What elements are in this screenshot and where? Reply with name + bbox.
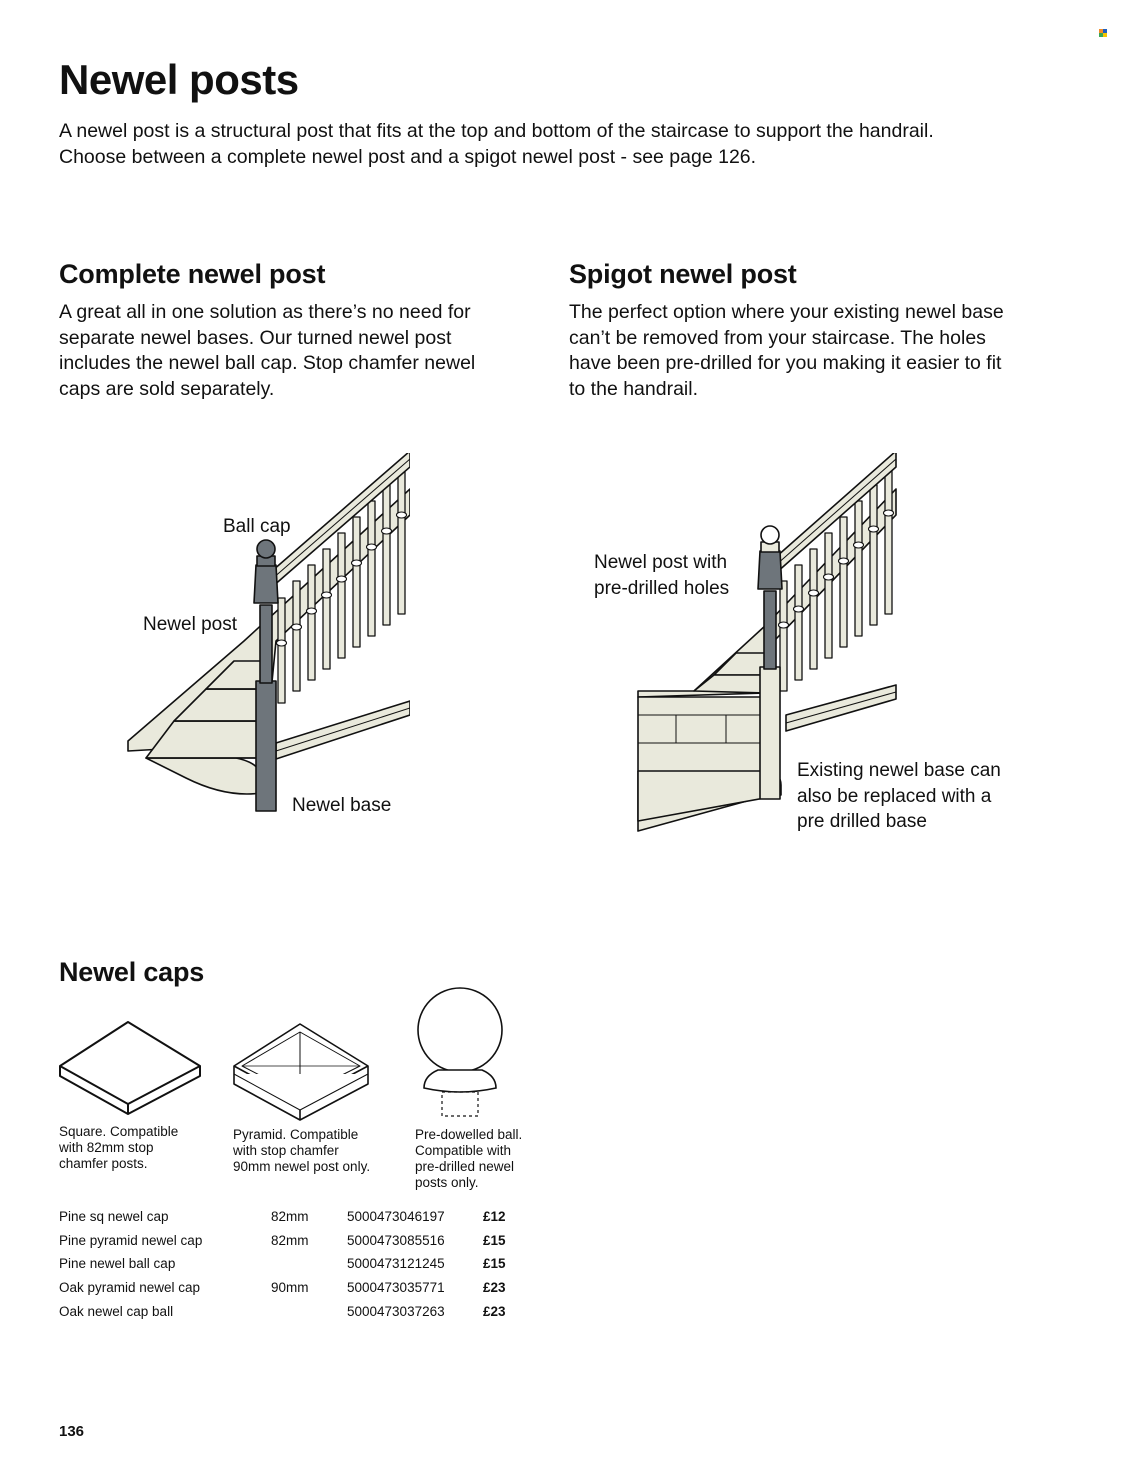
table-row: Pine pyramid newel cap 82mm 500047308551… (59, 1229, 506, 1253)
table-row: Oak newel cap ball 5000473037263 £23 (59, 1299, 506, 1323)
spigot-post-label-line1: Newel post with (594, 552, 728, 573)
product-price: £15 (483, 1232, 506, 1248)
complete-newel-text: A great all in one solution as there’s n… (59, 301, 476, 400)
product-size (271, 1252, 347, 1276)
spigot-newel-text: The perfect option where your existing n… (569, 301, 1004, 400)
spigot-post-label-line2: pre-drilled holes (594, 578, 730, 599)
existing-base-label-line1: Existing newel base can (797, 760, 1001, 781)
table-row: Oak pyramid newel cap 90mm 5000473035771… (59, 1276, 506, 1300)
product-size: 82mm (271, 1209, 309, 1225)
product-size: 82mm (271, 1232, 309, 1248)
newel-post-label: Newel post (143, 614, 237, 635)
brand-logo-icon (1099, 29, 1107, 37)
table-row: Pine sq newel cap 82mm 5000473046197 £12 (59, 1205, 506, 1229)
complete-newel-heading: Complete newel post (59, 259, 326, 289)
spigot-newel-heading: Spigot newel post (569, 259, 797, 289)
product-price: £12 (483, 1209, 506, 1225)
product-ean: 5000473085516 (347, 1232, 445, 1248)
product-name: Oak pyramid newel cap (59, 1280, 201, 1296)
square-cap-icon (59, 1021, 201, 1115)
product-ean: 5000473035771 (347, 1280, 445, 1296)
existing-base-label-line2: also be replaced with a (797, 786, 992, 807)
product-price: £23 (483, 1303, 506, 1319)
product-ean: 5000473121245 (347, 1256, 445, 1272)
product-name: Pine sq newel cap (59, 1209, 169, 1225)
product-size (271, 1299, 347, 1323)
product-price: £15 (483, 1256, 506, 1272)
ball-cap-label: Ball cap (223, 516, 291, 537)
ball-cap-caption: Pre-dowelled ball. Compatible with pre-d… (415, 1127, 523, 1190)
page-number: 136 (59, 1423, 85, 1440)
product-name: Pine pyramid newel cap (59, 1232, 203, 1248)
newel-base-label: Newel base (292, 795, 392, 816)
ball-cap-icon (417, 987, 503, 1117)
existing-base-label-line3: pre drilled base (797, 811, 927, 832)
product-price: £23 (483, 1280, 506, 1296)
table-row: Pine newel ball cap 5000473121245 £15 (59, 1252, 506, 1276)
product-ean: 5000473046197 (347, 1209, 445, 1225)
complete-staircase-illustration (127, 453, 410, 812)
product-size: 90mm (271, 1280, 309, 1296)
newel-caps-heading: Newel caps (59, 957, 205, 987)
spigot-staircase-illustration (637, 453, 897, 832)
product-table: Pine sq newel cap 82mm 5000473046197 £12… (59, 1205, 506, 1323)
square-cap-caption: Square. Compatible with 82mm stop chamfe… (59, 1124, 179, 1171)
pyramid-cap-icon (233, 1023, 369, 1121)
product-name: Oak newel cap ball (59, 1303, 174, 1319)
product-ean: 5000473037263 (347, 1303, 445, 1319)
intro-text: A newel post is a structural post that f… (59, 120, 934, 168)
product-name: Pine newel ball cap (59, 1256, 176, 1272)
page-title: Newel posts (59, 56, 299, 103)
pyramid-cap-caption: Pyramid. Compatible with stop chamfer 90… (233, 1127, 371, 1174)
